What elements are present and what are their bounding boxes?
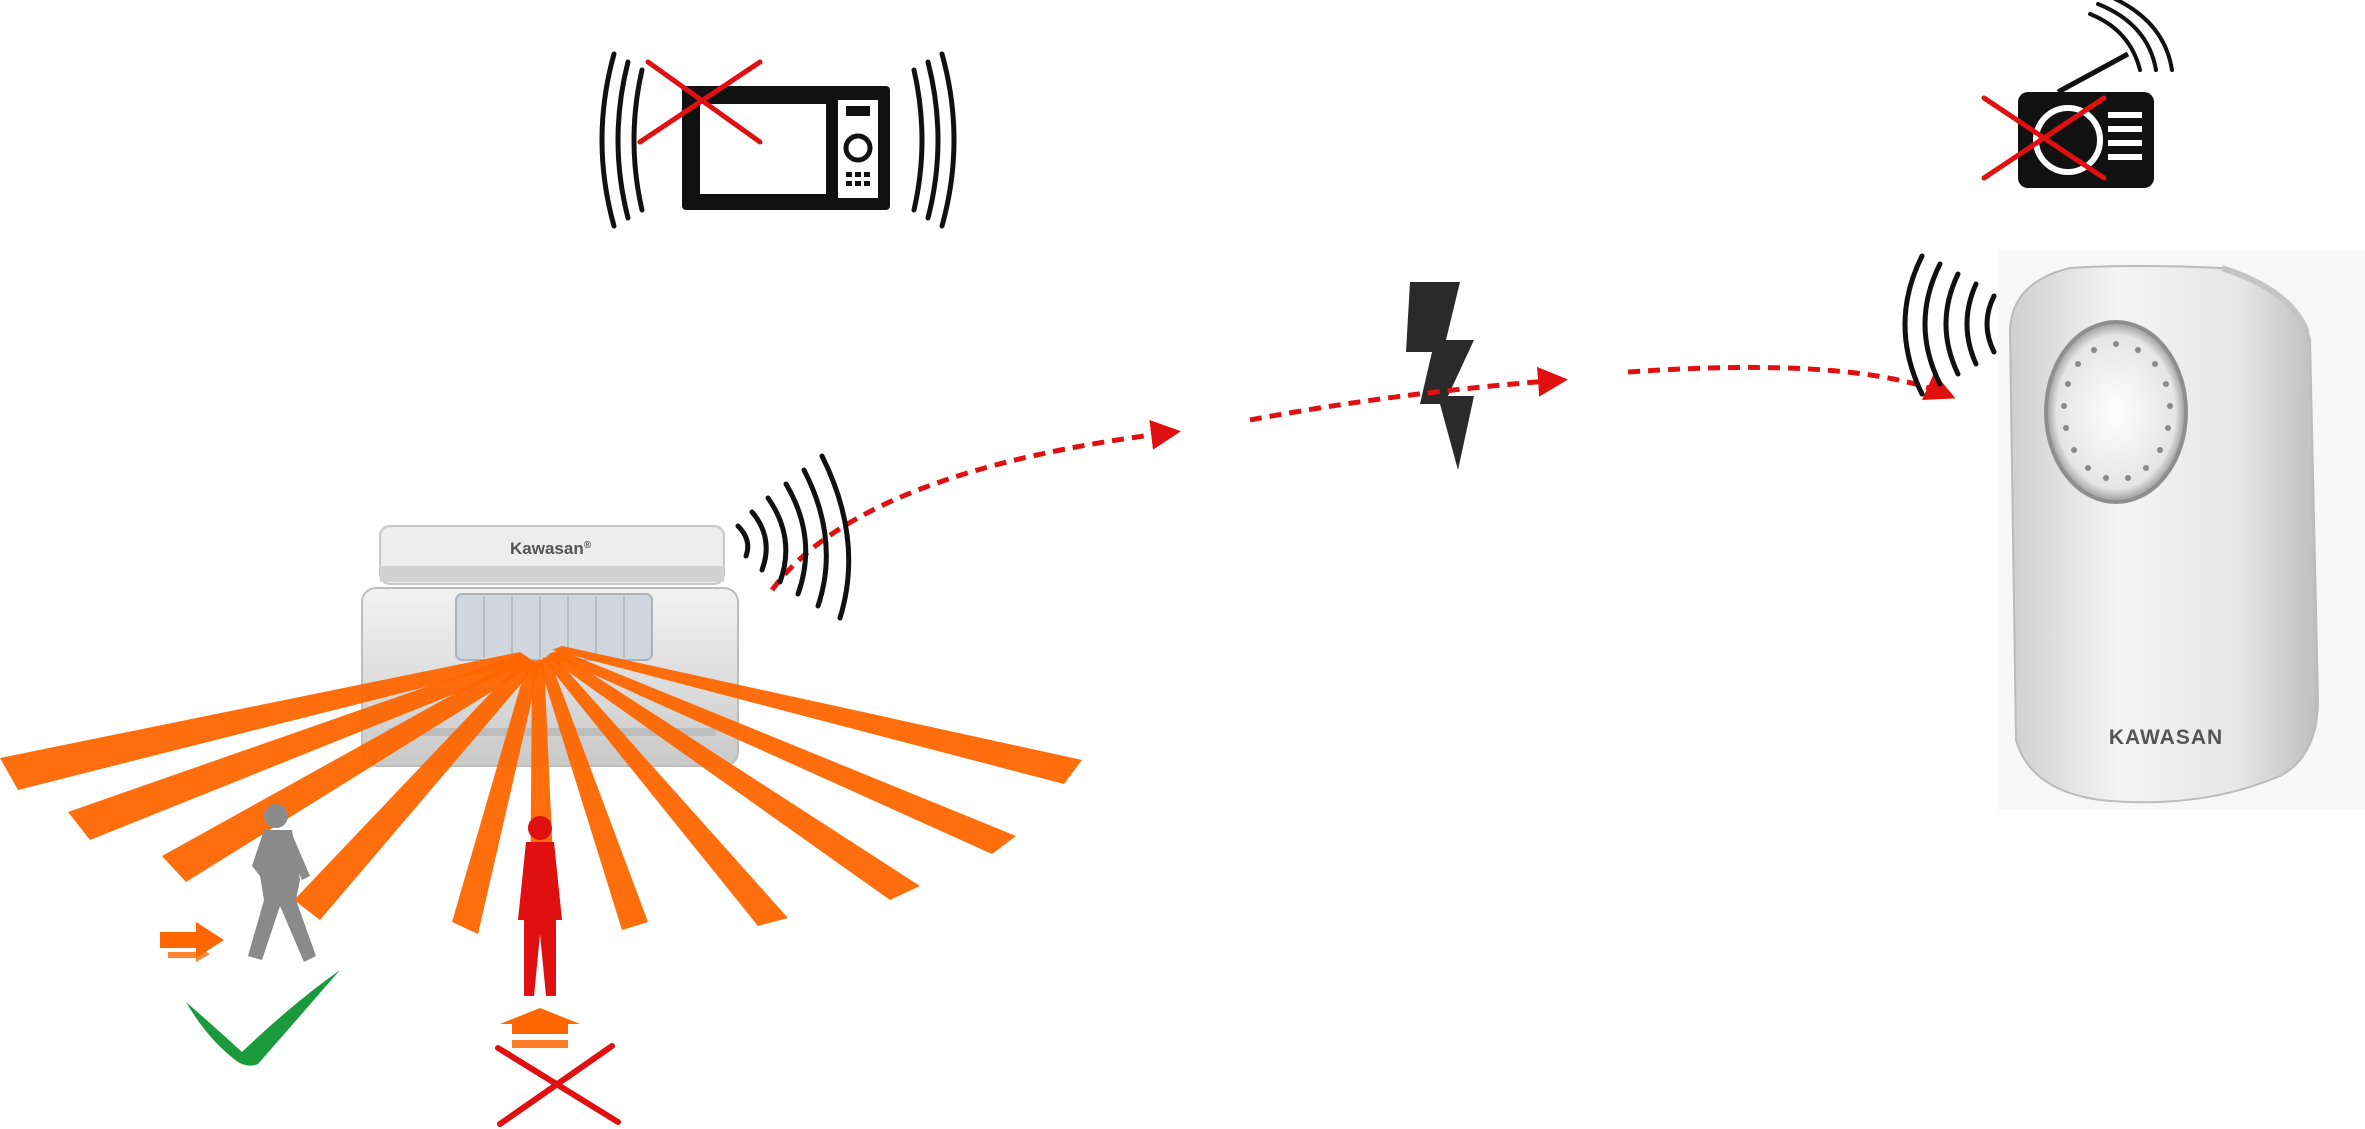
checkmark-icon <box>186 970 340 1066</box>
beam-3 <box>162 656 536 882</box>
beam-10 <box>548 650 1016 854</box>
beam-5 <box>452 660 540 934</box>
signal-arrow-3 <box>1627 364 1956 400</box>
beam-1 <box>0 652 532 790</box>
radio-group <box>1981 0 2174 188</box>
receiver-chime: KAWASAN <box>1998 250 2365 810</box>
microwave-left-waves <box>599 51 645 229</box>
detection-beams <box>0 646 1082 934</box>
microwave-right-waves <box>911 51 957 229</box>
beam-2 <box>68 654 534 840</box>
microwave-cross-icon <box>637 59 763 145</box>
signal-arrow-1 <box>769 419 1181 592</box>
speaker-grille <box>2044 320 2188 504</box>
signal-arrow-2 <box>1249 366 1568 423</box>
sensor-signal-waves <box>735 453 852 621</box>
receiver-brand-label: KAWASAN <box>2109 726 2223 749</box>
microwave-group <box>599 51 957 229</box>
beam-9 <box>546 652 920 900</box>
receiver-signal-waves <box>1902 253 1997 397</box>
sensor-brand-label: Kawasan® <box>510 539 592 558</box>
speaker-holes <box>2061 341 2173 481</box>
cross-icon <box>495 1043 621 1127</box>
signal-path <box>769 364 1956 592</box>
beam-8 <box>542 656 788 926</box>
lightning-icon <box>1406 282 1474 470</box>
beam-4 <box>294 658 538 920</box>
microwave-icon <box>682 86 890 210</box>
beam-11 <box>552 646 1082 784</box>
radio-antenna-waves <box>2088 0 2174 72</box>
radio-cross-icon <box>1981 95 2107 181</box>
sensor-lens <box>483 596 625 658</box>
standing-person-icon <box>518 816 562 996</box>
walking-direction-arrow <box>160 922 224 962</box>
walking-person-icon <box>248 804 316 962</box>
approach-direction-arrow <box>500 1008 580 1048</box>
beam-7 <box>538 660 648 930</box>
radio-icon <box>2018 51 2154 188</box>
